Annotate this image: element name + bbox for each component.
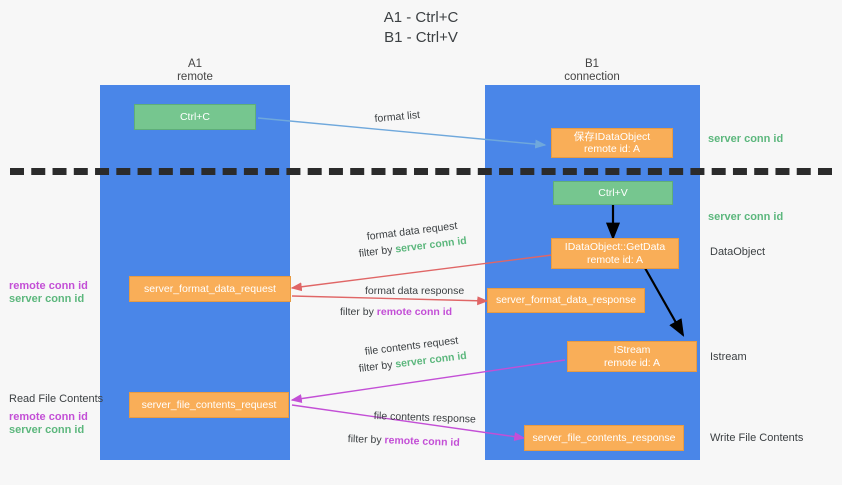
diagram-title: A1 - Ctrl+C B1 - Ctrl+V <box>0 8 842 48</box>
box-server-file-contents-response-label: server_file_contents_response <box>532 431 676 444</box>
box-ctrl-v-label: Ctrl+V <box>598 186 628 199</box>
box-save-idataobject[interactable]: 保存IDataObject remote id: A <box>551 128 673 158</box>
title-line-2: B1 - Ctrl+V <box>384 29 458 46</box>
caption-format-data-response: format data response <box>365 285 465 297</box>
box-istream-label: IStream <box>613 344 651 356</box>
box-server-format-data-response[interactable]: server_format_data_response <box>487 288 645 313</box>
box-ctrl-c[interactable]: Ctrl+C <box>134 104 256 130</box>
label-left-remote-conn-id-2: remote conn id <box>9 411 88 423</box>
label-left-server-conn-id-1: server conn id <box>9 293 85 305</box>
box-save-idataobject-sublabel: remote id: A <box>583 143 641 155</box>
title-line-1: A1 - Ctrl+C <box>383 9 459 26</box>
lane-a1-sub: remote <box>177 71 213 83</box>
filter-value-remote-conn-id: remote conn id <box>384 434 460 449</box>
label-left-read-file-contents: Read File Contents <box>9 393 104 405</box>
arrow-format-list <box>257 117 547 149</box>
box-ctrl-v[interactable]: Ctrl+V <box>553 181 673 205</box>
arrow-file-contents-response <box>291 404 526 442</box>
label-right-dataobject: DataObject <box>710 246 766 258</box>
arrow-format-data-request <box>290 254 553 292</box>
phase-divider <box>10 168 832 175</box>
box-istream[interactable]: IStream remote id: A <box>567 341 697 372</box>
filter-prefix: filter by <box>347 432 385 447</box>
label-right-server-conn-id-mid: server conn id <box>708 211 784 223</box>
box-ctrl-c-label: Ctrl+C <box>179 110 211 123</box>
lane-header-a1: A1 remote <box>130 58 260 84</box>
lane-header-b1: B1 connection <box>527 58 657 84</box>
filter-value-remote-conn-id: remote conn id <box>376 306 453 318</box>
box-server-format-data-response-label: server_format_data_response <box>495 294 637 307</box>
arrow-getdata-to-istream <box>644 267 685 337</box>
box-idataobject-getdata[interactable]: IDataObject::GetData remote id: A <box>551 238 679 269</box>
label-right-server-conn-id-top: server conn id <box>708 133 784 145</box>
box-idataobject-getdata-sublabel: remote id: A <box>586 253 644 266</box>
box-server-format-data-request[interactable]: server_format_data_request <box>129 276 291 302</box>
lane-b1-sub: connection <box>564 71 620 83</box>
arrow-format-data-response <box>291 295 489 306</box>
box-server-file-contents-response[interactable]: server_file_contents_response <box>524 425 684 451</box>
lane-a1-name: A1 <box>187 58 203 70</box>
box-server-file-contents-request[interactable]: server_file_contents_request <box>129 392 289 418</box>
box-idataobject-getdata-label: IDataObject::GetData <box>564 241 666 253</box>
box-istream-sublabel: remote id: A <box>603 356 661 369</box>
box-server-format-data-request-label: server_format_data_request <box>144 282 276 295</box>
box-server-file-contents-request-label: server_file_contents_request <box>141 398 277 411</box>
filter-prefix: filter by <box>340 306 377 318</box>
arrow-file-contents-request <box>290 359 566 404</box>
box-save-idataobject-label: 保存IDataObject <box>573 130 651 143</box>
lane-b1-name: B1 <box>584 58 600 70</box>
caption-format-data-response-filter: filter by remote conn id <box>340 305 452 319</box>
label-right-write-file-contents: Write File Contents <box>710 432 804 444</box>
label-right-istream: Istream <box>710 351 747 363</box>
label-left-server-conn-id-2: server conn id <box>9 424 85 436</box>
label-left-remote-conn-id-1: remote conn id <box>9 280 88 292</box>
